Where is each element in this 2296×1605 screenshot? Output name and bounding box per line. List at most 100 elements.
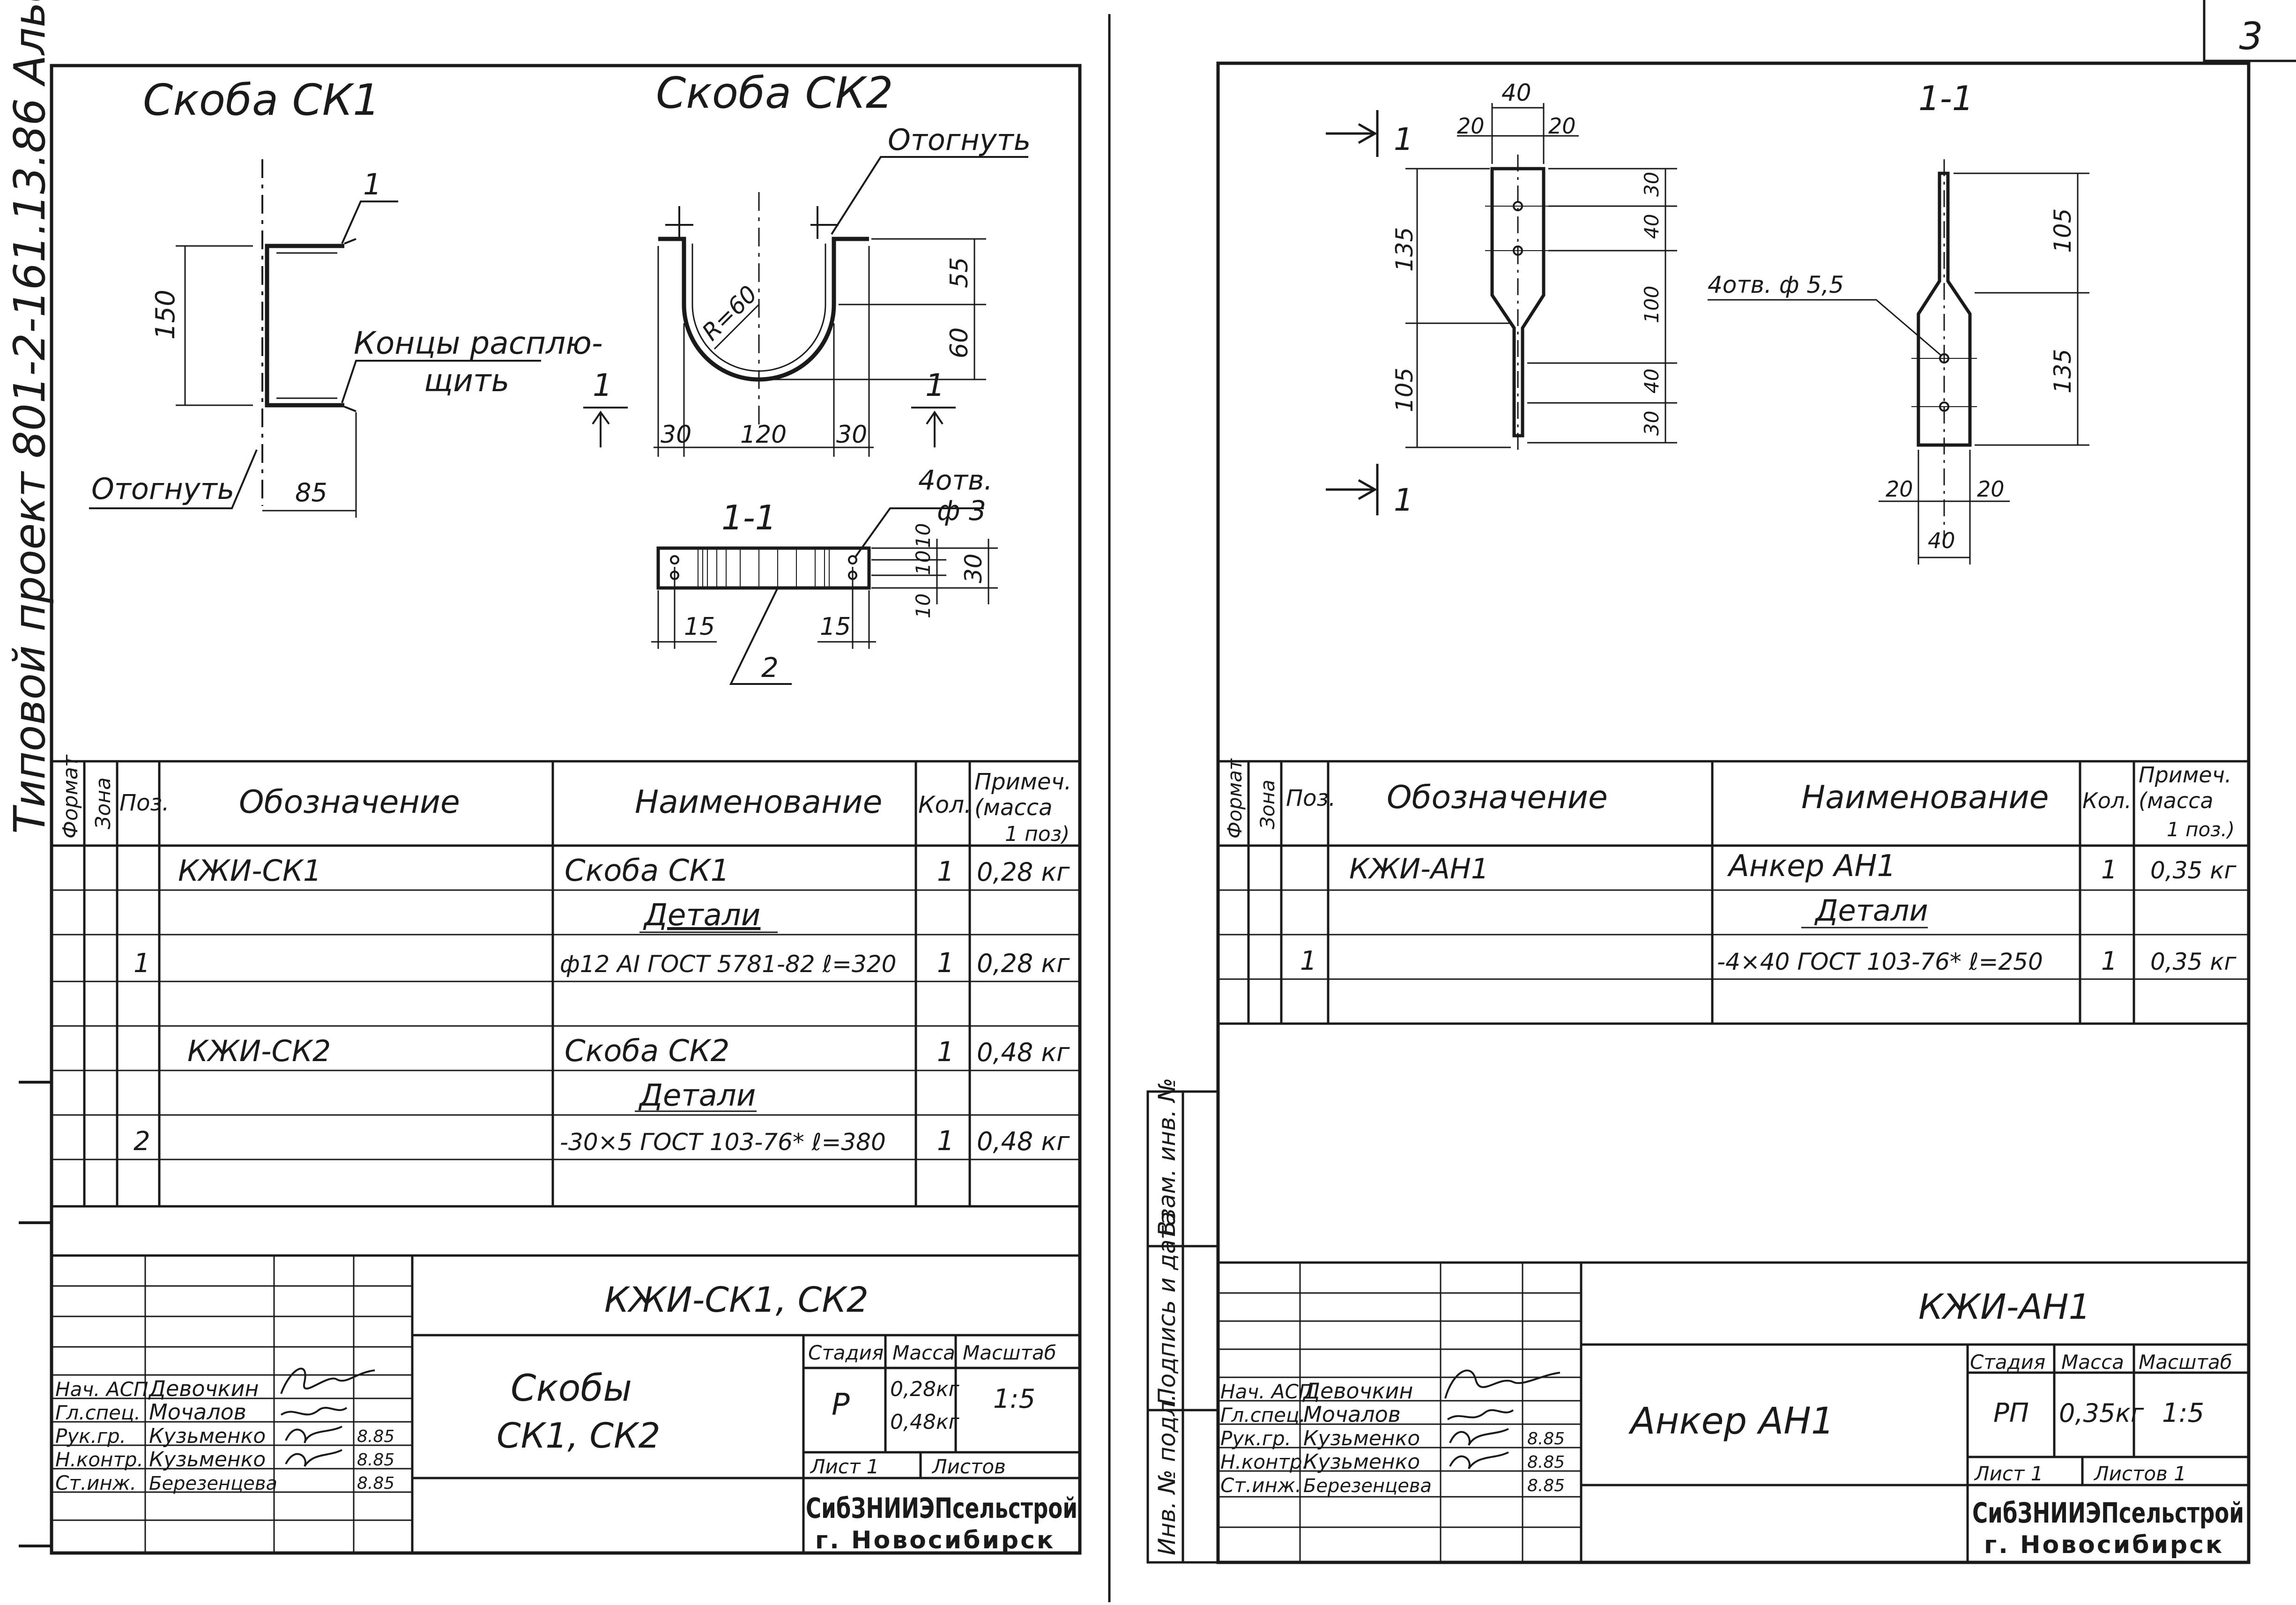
right-staff-name-1: Девочкин [1302,1378,1413,1404]
right-hdr-note-1: Примеч. [2139,762,2232,788]
right-scale: 1:5 [2162,1398,2204,1428]
ck1-dim-150: 150 [150,290,181,340]
left-stage: Р [832,1388,850,1422]
right-row3-note: 0,35 кг [2150,948,2237,975]
title-ck2: Скоба СК2 [656,68,893,118]
left-scale: 1:5 [993,1384,1035,1414]
left-row3-note: 0,28 кг [977,949,1070,978]
left-hdr-note-3: 1 поз) [1005,822,1070,846]
left-staff-role-3: Рук.гр. [55,1425,126,1448]
anchor-section-label: 1-1 [1918,79,1974,118]
left-row2-name: Детали [643,898,760,933]
ck2-dim-10c: 10 [912,594,935,618]
left-staff-date-4: 8.85 [357,1450,394,1470]
anchor-dim-40b: 40 [1640,214,1663,239]
right-spec-table: Формат Зона Поз. Обозначение Наименовани… [1218,758,2249,1025]
right-mass-label: Масса [2061,1351,2124,1374]
anchor-dim-40a: 40 [1501,79,1531,106]
left-doc-name-2: СК1, СК2 [497,1416,661,1456]
anchor-dim-20b: 20 [1548,113,1576,139]
left-title-block: КЖИ-СК1, СК2 Скобы СК1, СК2 Стадия Масса… [52,1254,1080,1554]
left-spec-table: Формат Зона Поз. Обозначение Наименовани… [52,754,1080,1208]
right-doc-code: КЖИ-АН1 [1918,1287,2091,1327]
ck2-section-1-1: 1-1 4отв. ф 3 10 10 10 30 15 15 2 [651,464,998,685]
right-hdr-pos: Поз. [1286,785,1336,811]
right-staff-date-4: 8.85 [1527,1453,1565,1472]
ck2-dim-120: 120 [740,421,787,449]
left-row6-name: Детали [638,1078,756,1113]
left-mass-2: 0,48кг [890,1410,960,1434]
right-row3-qty: 1 [2101,946,2117,976]
right-sheets-label: Листов 1 [2093,1462,2186,1485]
left-row1-qty: 1 [937,855,954,887]
left-city: г. Новосибирск [815,1526,1055,1554]
left-sheets-label: Листов [931,1455,1006,1478]
left-hdr-qty: Кол. [918,791,972,818]
left-hdr-note-2: (масса [974,795,1053,821]
anchor-dim-20c: 20 [1886,476,1913,502]
right-hdr-note-2: (масса [2139,788,2214,813]
left-staff-name-4: Кузьменко [149,1448,266,1471]
right-stage: РП [1993,1398,2029,1428]
left-row5-designation: КЖИ-СК2 [187,1034,331,1068]
left-row5-qty: 1 [937,1036,954,1068]
anchor-dim-40c: 40 [1640,369,1663,394]
ck2-dim-r60: R=60 [697,280,762,346]
right-hdr-designation: Обозначение [1387,779,1608,816]
left-org: СибЗНИИЭПсельстрой [806,1492,1077,1525]
right-org: СибЗНИИЭПсельстрой [1972,1497,2244,1530]
left-hdr-note-1: Примеч. [974,769,1071,795]
right-city: г. Новосибирск [1984,1531,2224,1559]
left-staff-date-5: 8.85 [357,1474,394,1493]
left-sheet-label: Лист 1 [810,1455,879,1478]
ck2-dim-30c: 30 [960,553,987,583]
right-side-stamp: Взам. инв. № Подпись и дата Инв. № подл. [1146,1078,1219,1564]
left-staff-name-5: Березенцева [149,1473,277,1494]
left-row1-designation: КЖИ-СК1 [178,854,321,888]
ck2-dim-60: 60 [945,327,973,358]
left-stage-label: Стадия [808,1341,884,1364]
left-scale-label: Масштаб [963,1341,1056,1364]
anchor-dim-30b: 30 [1640,411,1663,436]
ck1-callout-ends-2: щить [424,363,509,399]
left-staff-role-1: Нач. АСП [55,1378,148,1401]
anchor-dim-105b: 105 [2049,208,2076,253]
left-row3-qty: 1 [937,947,954,979]
anchor-holes: 4отв. ф 5,5 [1708,271,1844,298]
ck2-drawing: Отогнуть R=60 55 60 30 120 30 1 1 [583,123,1031,457]
right-hdr-format: Формат [1223,758,1246,839]
ck1-pos-1: 1 [363,167,381,201]
left-signatures [280,1367,375,1467]
ck2-dim-30b: 30 [836,421,867,449]
right-staff-role-4: Н.контр. [1220,1450,1308,1473]
anchor-section-mark-bottom: 1 [1394,482,1413,518]
page-number-box: 3 [2203,0,2296,62]
ck2-section-mark-left: 1 [593,367,612,403]
left-hdr-zone: Зона [91,777,115,829]
left-mass-label: Масса [892,1341,955,1364]
left-hdr-name: Наименование [635,784,882,821]
right-staff-name-3: Кузьменко [1303,1427,1420,1450]
right-sheet: Взам. инв. № Подпись и дата Инв. № подл.… [1146,61,2251,1564]
ck1-dim-85: 85 [295,478,327,507]
left-row3-pos: 1 [134,948,150,979]
right-hdr-name: Наименование [1801,779,2049,816]
anchor-dim-20d: 20 [1977,476,2005,502]
right-stamp-replaced-inv: Взам. инв. № [1153,1078,1181,1237]
right-row1-qty: 1 [2101,855,2117,884]
anchor-dim-100: 100 [1640,286,1663,323]
left-sheet: Скоба СК1 Скоба СК2 1 150 Концы расплю- … [50,64,1082,1555]
right-staff-date-5: 8.85 [1527,1476,1565,1495]
ck1-callout-bend: Отогнуть [91,472,234,506]
right-row1-note: 0,35 кг [2150,857,2237,884]
ck2-section-label: 1-1 [721,498,777,537]
page-number: 3 [2239,15,2263,58]
right-staff-role-2: Гл.спец. [1220,1404,1306,1427]
right-title-block: КЖИ-АН1 Анкер АН1 Стадия Масса Масштаб Р… [1218,1261,2249,1562]
left-margin-ticks [19,1081,52,1547]
right-staff-name-5: Березенцева [1303,1475,1432,1497]
left-row5-note: 0,48 кг [977,1038,1070,1067]
ck1-drawing: 1 150 Концы расплю- щить Отогнуть 85 [89,159,603,518]
right-stage-label: Стадия [1970,1351,2045,1374]
left-row1-note: 0,28 кг [977,857,1070,887]
